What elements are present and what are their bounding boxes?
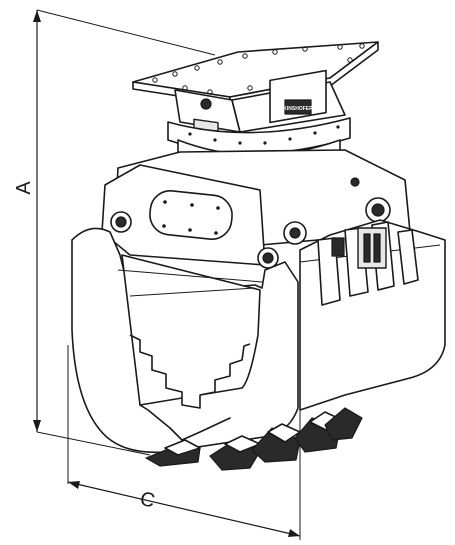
dimension-c: C xyxy=(67,345,301,540)
dimension-c-arrow-right xyxy=(288,529,300,537)
mounting-plate xyxy=(132,41,379,105)
logo-text: KINSHOFER xyxy=(283,106,313,112)
dimension-a-extension-top xyxy=(36,9,216,56)
hose-fitting xyxy=(331,237,345,257)
hydraulic-cylinder-bracket xyxy=(357,227,387,269)
grab-frame xyxy=(101,149,411,269)
dimension-a-arrow-top xyxy=(33,10,41,22)
tooth-5 xyxy=(324,407,363,441)
bucket-teeth xyxy=(145,407,363,471)
pivot-pin-center-center xyxy=(262,252,274,264)
rotator-side-panel xyxy=(269,69,327,124)
left-shell-teeth-edge xyxy=(129,334,251,409)
grease-nipple xyxy=(350,177,360,187)
dimension-c-label: C xyxy=(138,488,157,513)
bracket-slot-2 xyxy=(373,233,381,263)
logo-plate xyxy=(284,99,312,115)
left-shell-rim-line xyxy=(129,287,256,297)
dimension-a-extension-bottom xyxy=(36,431,151,456)
dimension-a-arrow-bottom xyxy=(33,420,41,432)
tooth-1 xyxy=(145,439,201,467)
side-window-cover xyxy=(149,190,233,240)
bracket-slot-1 xyxy=(363,233,371,263)
cover-bolts xyxy=(162,200,220,235)
dimension-c-arrow-left xyxy=(68,481,80,489)
left-shell-upper-edge xyxy=(117,269,263,283)
hydraulic-port-icon xyxy=(200,98,212,110)
pivot-pin-right-rear-center xyxy=(371,203,385,217)
left-shell xyxy=(71,227,299,454)
right-shell xyxy=(299,219,446,411)
dimension-a: A xyxy=(13,9,216,456)
dimension-c-line xyxy=(67,481,301,537)
dimension-a-label: A xyxy=(13,181,35,195)
pivot-pin-right-front-center xyxy=(289,227,301,239)
left-shell-lip xyxy=(139,404,231,441)
pivot-pin-left-center xyxy=(115,216,127,228)
